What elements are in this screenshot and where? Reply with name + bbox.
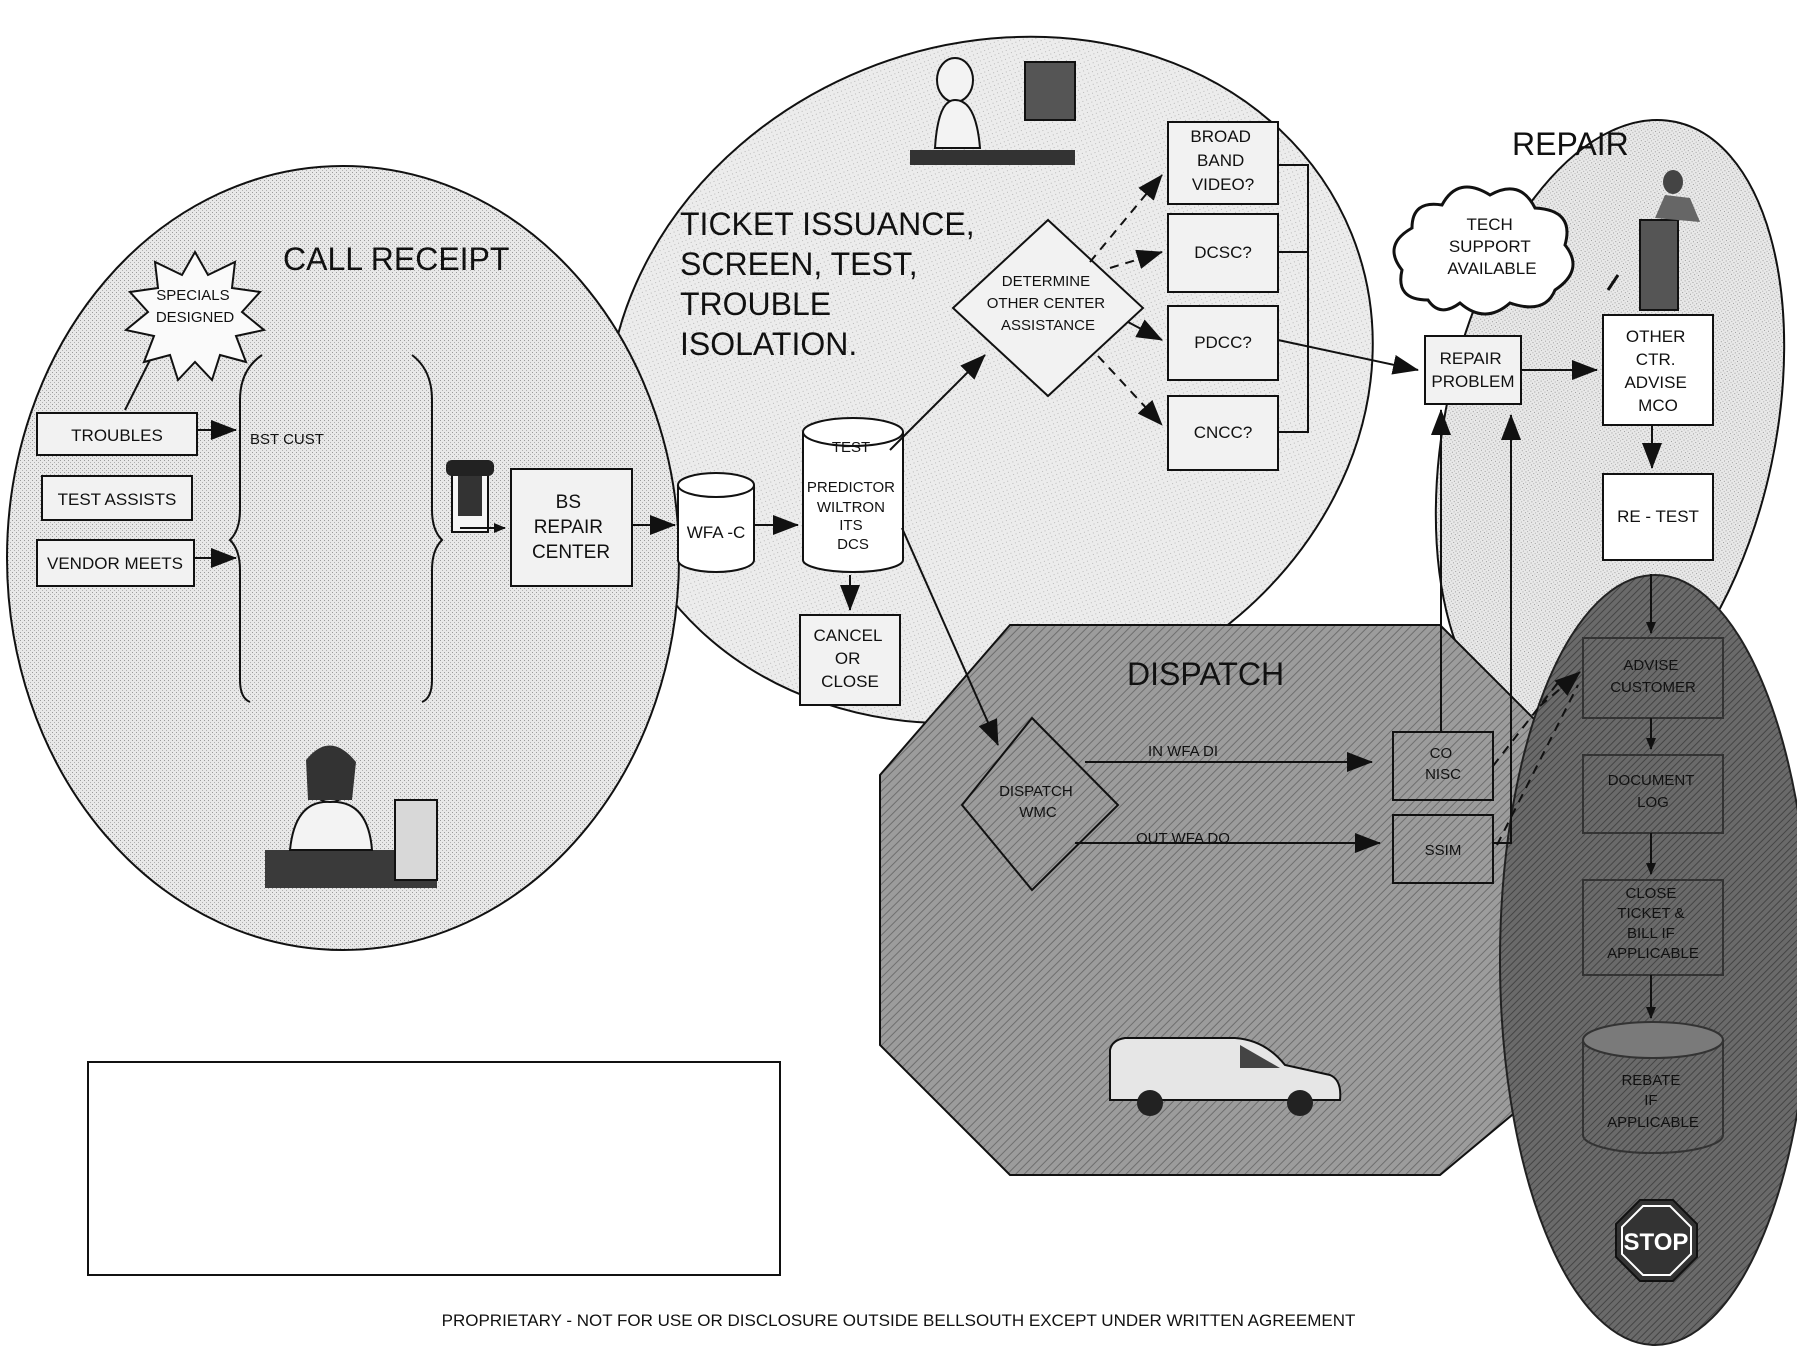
cancel-box (799, 614, 901, 706)
test-cylinder (802, 417, 904, 573)
proprietary-footer: PROPRIETARY - NOT FOR USE OR DISCLOSURE … (441, 1311, 1356, 1330)
bracket-right (1278, 164, 1309, 433)
repair-center-box (510, 468, 633, 587)
repair-title: REPAIR (1512, 126, 1629, 162)
co-nisc-label: CO NISC (1425, 745, 1461, 783)
specials-starburst: SPECIALS DESIGNED (123, 249, 267, 382)
out-wfa-label: OUT WFA DO (1136, 830, 1230, 847)
specials-label: SPECIALS DESIGNED (156, 287, 235, 326)
cncc-box (1167, 395, 1279, 471)
stop-label: STOP (1624, 1229, 1689, 1256)
retest-box (1602, 473, 1714, 561)
broadband-box (1167, 121, 1279, 205)
tech-support-label: TECH SUPPORT AVAILABLE (1447, 215, 1536, 278)
in-wfa-label: IN WFA DI (1148, 743, 1218, 760)
dispatch-title: DISPATCH (1127, 656, 1284, 692)
left-brace (228, 354, 263, 703)
tech-support-cloud: TECH SUPPORT AVAILABLE (1392, 185, 1575, 316)
operator-illustration (265, 745, 438, 888)
rebate-cylinder (1582, 1021, 1724, 1154)
troubles-box (36, 412, 198, 456)
advise-customer-box (1582, 637, 1724, 719)
close-ticket-box (1582, 879, 1724, 976)
retest-label: RE - TEST (1617, 507, 1699, 526)
rebate-label: REBATE IF APPLICABLE (1607, 1072, 1699, 1131)
telephone-icon (446, 460, 494, 533)
wfa-c-label: WFA -C (687, 523, 746, 542)
technician-desk-illustration (910, 57, 1076, 165)
close-ticket-label: CLOSE TICKET & BILL IF APPLICABLE (1607, 885, 1699, 962)
other-ctr-box (1602, 314, 1714, 426)
ssim-label: SSIM (1425, 842, 1462, 859)
ticket-title-line4: ISOLATION. (680, 326, 857, 362)
test-assists-label: TEST ASSISTS (58, 490, 177, 509)
other-ctr-label: OTHER CTR. ADVISE MCO (1624, 327, 1691, 415)
vendor-meets-label: VENDOR MEETS (47, 554, 183, 573)
determine-diamond (951, 218, 1145, 398)
document-log-label: DOCUMENT LOG (1608, 772, 1699, 811)
wfa-c-cylinder (677, 472, 755, 573)
determine-label: DETERMINE OTHER CENTER ASSISTANCE (987, 273, 1110, 334)
test-assists-box (41, 475, 193, 521)
broadband-label: BROAD BAND VIDEO? (1190, 127, 1255, 194)
vendor-meets-box (36, 539, 195, 587)
repair-problem-box (1424, 335, 1522, 405)
ticket-title: TICKET ISSUANCE, SCREEN, TEST, TROUBLE I… (680, 206, 983, 362)
lineman-illustration (1606, 170, 1700, 311)
ssim-box (1392, 814, 1494, 884)
dcsc-box (1167, 213, 1279, 293)
repair-center-label: BS REPAIR CENTER (532, 492, 610, 563)
pdcc-label: PDCC? (1194, 333, 1252, 352)
cncc-label: CNCC? (1194, 423, 1253, 442)
ticket-title-line3: TROUBLE (680, 286, 831, 322)
troubles-label: TROUBLES (71, 426, 163, 445)
dispatch-van-illustration (1109, 1037, 1342, 1116)
advise-customer-label: ADVISE CUSTOMER (1610, 657, 1696, 696)
call-receipt-title: CALL RECEIPT (283, 241, 509, 277)
repair-problem-label: REPAIR PROBLEM (1431, 349, 1514, 391)
right-brace (411, 354, 444, 703)
blank-note-box (87, 1061, 781, 1276)
dispatch-wmc-diamond (960, 716, 1120, 892)
cancel-label: CANCEL OR CLOSE (813, 626, 886, 691)
ticket-title-line2: SCREEN, TEST, (680, 246, 918, 282)
ticket-title-line1: TICKET ISSUANCE, (680, 206, 975, 242)
dispatch-wmc-label: DISPATCH WMC (999, 783, 1077, 821)
stop-sign-icon: STOP (1615, 1199, 1698, 1282)
pdcc-box (1167, 305, 1279, 381)
document-log-box (1582, 754, 1724, 834)
dcsc-label: DCSC? (1194, 243, 1252, 262)
test-cylinder-label: TEST PREDICTOR WILTRON ITS DCS (807, 439, 899, 553)
bst-cust-label: BST CUST (250, 431, 324, 448)
co-nisc-box (1392, 731, 1494, 801)
